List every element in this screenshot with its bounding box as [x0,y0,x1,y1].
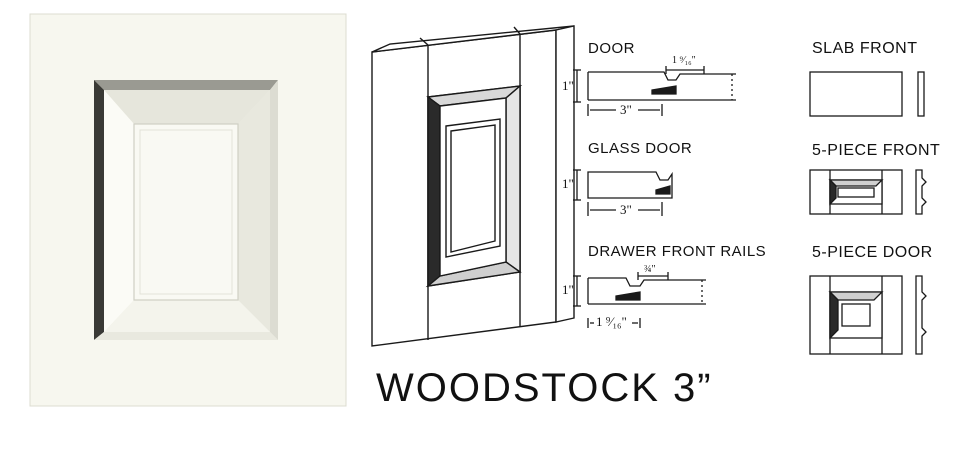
door-photo [29,13,347,407]
glass-door-profile [573,169,673,216]
drawer-rails-width-dim: 1 ⁹⁄₁₆" [596,314,627,329]
door-height-dim: 1" [562,78,574,93]
five-piece-door-icon [809,275,927,355]
slab-front-label: SLAB FRONT [812,40,918,57]
five-piece-front-icon [809,169,927,215]
door-line-drawing [371,25,575,347]
five-piece-door-label: 5-PIECE DOOR [812,244,933,261]
drawer-rails-detail-dim: ¾" [644,264,656,275]
glass-door-width-dim: 3" [620,202,632,217]
door-profile [573,66,736,116]
door-detail-dim: 1 ⁹⁄₁₆" [672,55,696,66]
drawer-rails-height-dim: 1" [562,282,574,297]
drawer-front-rails-profile [573,272,706,328]
page-title: WOODSTOCK 3” [376,366,713,410]
drawer-front-rails-label: DRAWER FRONT RAILS [588,243,767,260]
door-profile-label: DOOR [588,40,635,57]
five-piece-front-label: 5-PIECE FRONT [812,142,941,159]
door-width-dim: 3" [620,102,632,117]
glass-door-profile-label: GLASS DOOR [588,140,693,157]
slab-front-icon [809,71,925,117]
glass-door-height-dim: 1" [562,176,574,191]
